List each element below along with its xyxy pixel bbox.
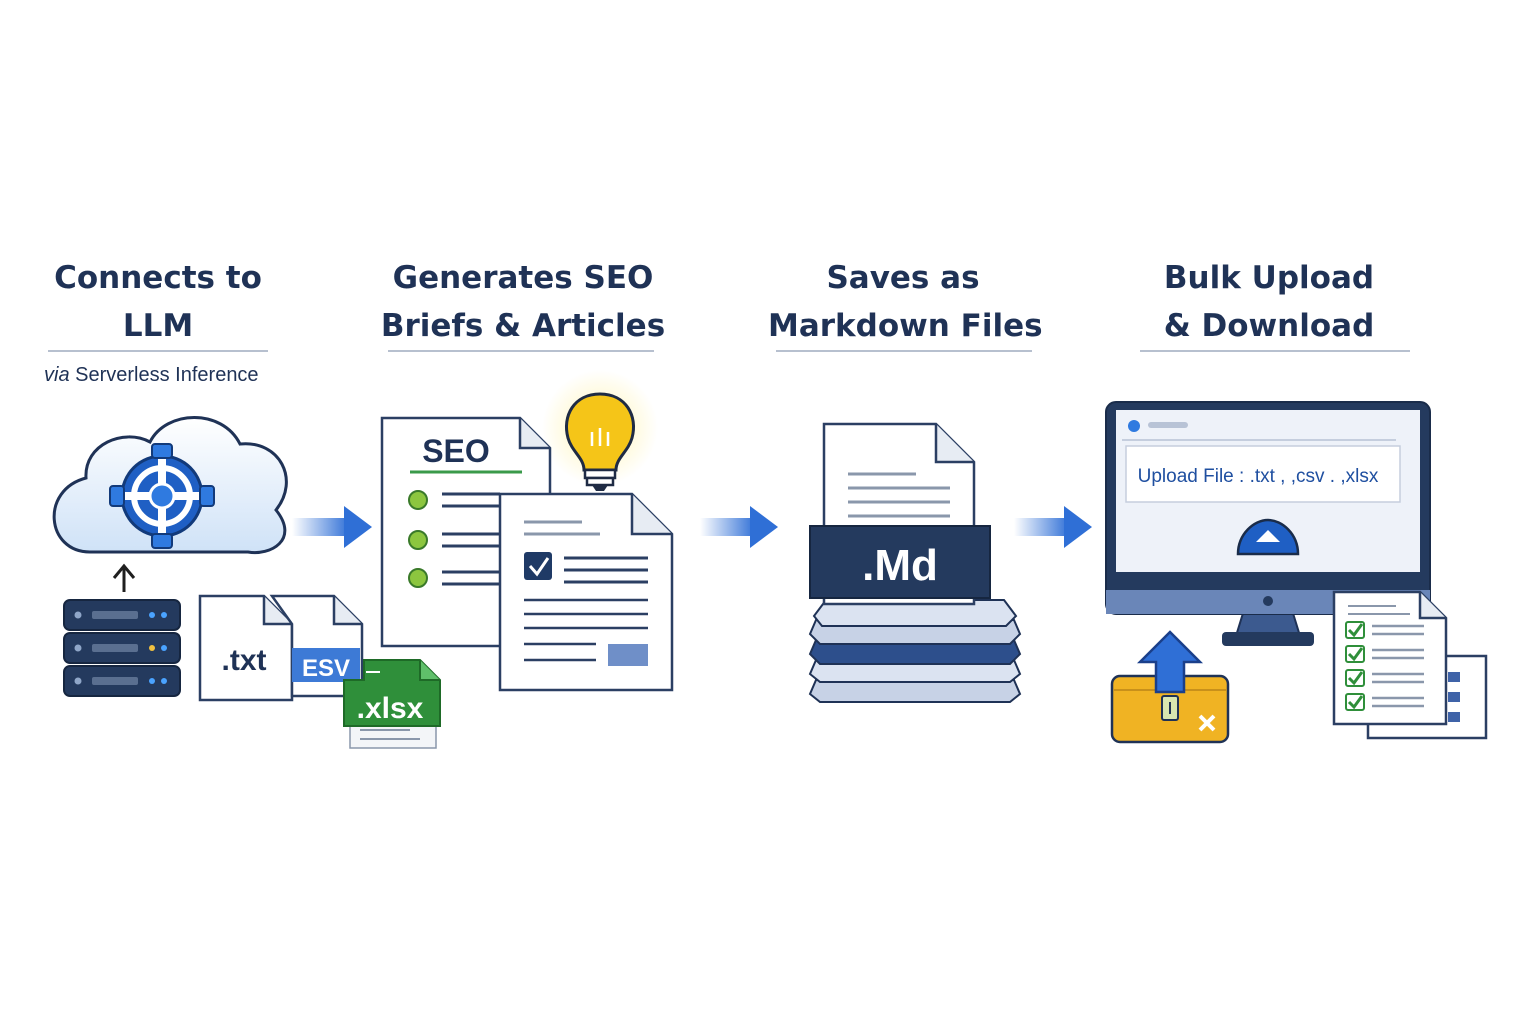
stage-1-subtitle-rest: Serverless Inference bbox=[75, 364, 259, 386]
txt-file-icon: .txt bbox=[198, 594, 294, 702]
checkbox-icon bbox=[524, 552, 552, 580]
stage-1-divider bbox=[48, 350, 268, 352]
stage-4-title-line2: & Download bbox=[1163, 308, 1375, 344]
cloud-icon bbox=[52, 416, 288, 555]
flow-arrow-1 bbox=[292, 506, 372, 548]
stage-1-title-line2: LLM bbox=[122, 308, 194, 344]
stage-1-title: Connects to LLM bbox=[38, 254, 278, 350]
stage-4-divider bbox=[1140, 350, 1410, 352]
stage-4-title-line1: Bulk Upload bbox=[1163, 260, 1375, 296]
stage-2-title-line1: Generates SEO bbox=[392, 260, 654, 296]
monitor-icon: Upload File : .txt , ,csv . ,xlsx bbox=[1105, 401, 1431, 646]
flow-arrow-3 bbox=[1014, 506, 1092, 548]
server-icon bbox=[63, 599, 181, 697]
stage-1-subtitle: via Serverless Inference bbox=[44, 364, 259, 387]
csv-file-label: ESV bbox=[302, 655, 350, 682]
stage-3-title: Saves as Markdown Files bbox=[768, 254, 1043, 350]
stage-2-title-line2: Briefs & Articles bbox=[380, 308, 666, 344]
md-label: .Md bbox=[862, 541, 938, 590]
up-arrow-icon bbox=[112, 563, 136, 592]
checklist-icon bbox=[1332, 590, 1488, 740]
file-stack-base bbox=[808, 599, 1022, 703]
upload-box-icon bbox=[1110, 630, 1230, 744]
txt-file-label: .txt bbox=[222, 644, 267, 677]
stage-1-subtitle-via: via bbox=[44, 364, 70, 386]
seo-doc-label: SEO bbox=[422, 433, 490, 469]
markdown-file-stack: .Md bbox=[808, 422, 1022, 703]
stage-3-title-line1: Saves as bbox=[826, 260, 980, 296]
upload-button[interactable] bbox=[1236, 518, 1300, 556]
stage-3-divider bbox=[776, 350, 1032, 352]
article-document bbox=[498, 492, 674, 692]
stage-2-title: Generates SEO Briefs & Articles bbox=[378, 254, 668, 350]
stage-2-divider bbox=[388, 350, 654, 352]
xlsx-file-icon: .xlsx bbox=[343, 659, 441, 749]
upload-prompt-text: Upload File : .txt , ,csv . ,xlsx bbox=[1138, 466, 1379, 487]
flow-arrow-2 bbox=[700, 506, 778, 548]
stage-3-title-line2: Markdown Files bbox=[768, 308, 1043, 344]
stage-1-title-line1: Connects to bbox=[54, 260, 262, 296]
xlsx-file-label: .xlsx bbox=[357, 692, 424, 725]
upload-field[interactable] bbox=[1125, 445, 1401, 503]
lightbulb-icon bbox=[565, 392, 635, 491]
stage-4-title: Bulk Upload & Download bbox=[1136, 254, 1402, 350]
